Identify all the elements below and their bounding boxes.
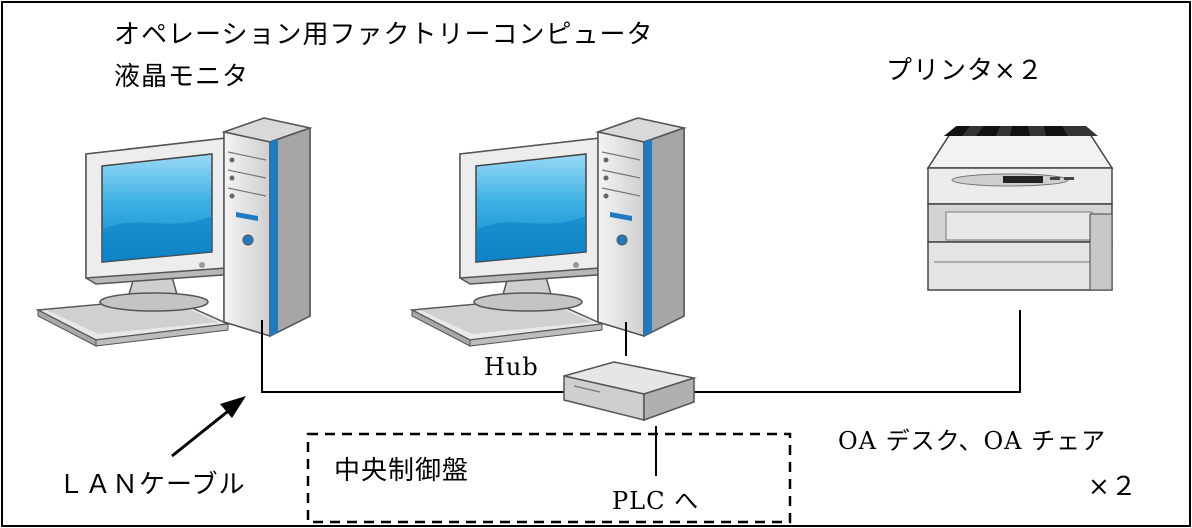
desktop-computer-icon	[411, 117, 685, 347]
lan-line-right	[688, 310, 1021, 393]
desktop-computer-icon	[37, 117, 311, 347]
lan-line-left	[261, 320, 566, 393]
printer-label: プリンタ×２	[886, 56, 1044, 86]
control-panel-box	[306, 432, 792, 524]
arrow-head-icon	[220, 396, 246, 418]
oa-furniture-label: OA デスク、OA チェア	[838, 427, 1107, 455]
network-hub-icon	[563, 361, 697, 422]
lan-cable-arrow	[171, 406, 233, 458]
control-panel-label: 中央制御盤	[334, 456, 470, 486]
oa-count-label: ×２	[1088, 472, 1138, 502]
lan-cable-label: ＬＡＮケーブル	[58, 470, 246, 500]
pc-title-label: オペレーション用ファクトリーコンピュータ	[114, 20, 654, 50]
hub-label: Hub	[484, 353, 539, 381]
monitor-label: 液晶モニタ	[114, 62, 250, 92]
laser-printer-icon	[926, 126, 1114, 291]
to-plc-label: PLC へ	[612, 487, 700, 515]
